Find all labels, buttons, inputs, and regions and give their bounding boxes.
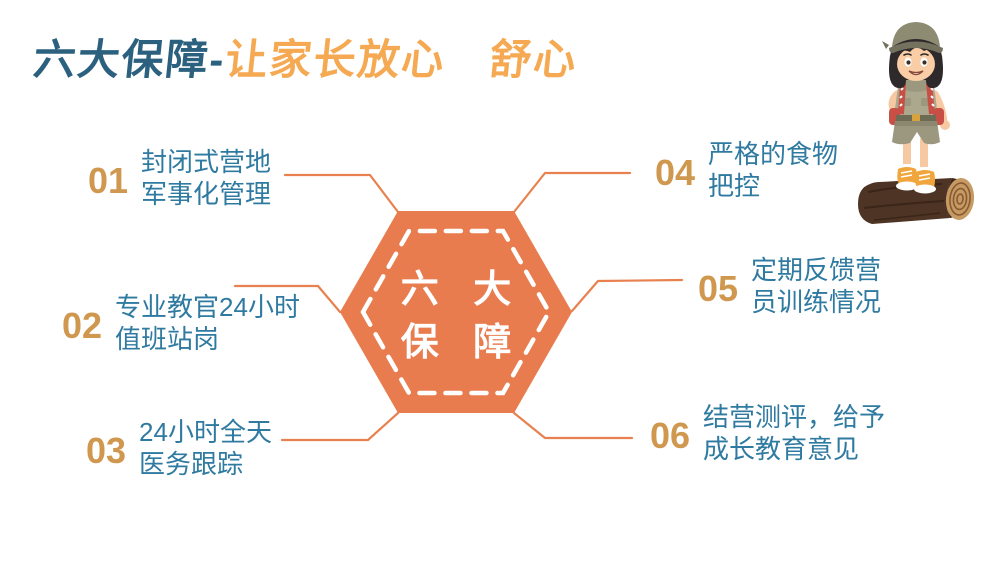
item-number: 03	[86, 430, 127, 471]
torso	[889, 78, 944, 145]
item-text-line1: 结营测评，给予	[703, 402, 886, 432]
item-text: 结营测评，给予 成长教育意见	[703, 401, 885, 465]
item-text-line2: 成长教育意见	[703, 434, 860, 464]
guarantee-item-1: 01 封闭式营地 军事化管理	[88, 146, 271, 210]
head	[882, 22, 943, 89]
hexagon-shape	[340, 211, 572, 413]
legs	[896, 136, 936, 194]
item-text: 24小时全天 医务跟踪	[139, 416, 272, 480]
item-text-line2: 医务跟踪	[139, 449, 244, 479]
guarantee-item-5: 05 定期反馈营 员训练情况	[698, 254, 881, 318]
connector-03	[280, 411, 400, 442]
item-text: 封闭式营地 军事化管理	[141, 146, 271, 210]
connector-06	[512, 411, 634, 440]
girl-scout-on-log-illustration	[858, 22, 975, 224]
item-number: 04	[655, 152, 696, 193]
guarantee-item-4: 04 严格的食物 把控	[655, 138, 838, 202]
hexagon-label-line2: 保 障	[401, 322, 524, 364]
item-text-line1: 专业教官24小时	[115, 292, 300, 322]
item-text-line1: 24小时全天	[139, 417, 272, 447]
item-text: 专业教官24小时 值班站岗	[115, 291, 300, 355]
item-text-line2: 值班站岗	[115, 324, 220, 354]
guarantee-item-2: 02 专业教官24小时 值班站岗	[62, 291, 300, 355]
item-text-line2: 军事化管理	[141, 179, 272, 209]
connector-02	[233, 284, 342, 314]
guarantee-item-3: 03 24小时全天 医务跟踪	[86, 416, 272, 480]
item-text-line1: 定期反馈营	[751, 255, 882, 285]
boots	[896, 167, 936, 194]
item-text-line2: 员训练情况	[751, 287, 882, 317]
hexagon-label-line1: 六 大	[401, 269, 524, 311]
connector-01	[283, 173, 400, 214]
log	[858, 178, 975, 224]
item-text: 定期反馈营 员训练情况	[751, 254, 881, 318]
item-number: 02	[62, 305, 103, 346]
item-number: 06	[650, 415, 691, 456]
item-text: 严格的食物 把控	[708, 138, 838, 202]
item-number: 05	[698, 268, 739, 309]
guarantee-item-6: 06 结营测评，给予 成长教育意见	[650, 401, 885, 465]
hexagon-dashed-border	[360, 228, 552, 396]
item-text-line1: 严格的食物	[708, 139, 839, 169]
item-text-line2: 把控	[708, 171, 761, 201]
item-text-line1: 封闭式营地	[141, 147, 272, 177]
connector-04	[512, 171, 632, 214]
connector-05	[570, 278, 684, 313]
item-number: 01	[88, 160, 129, 201]
